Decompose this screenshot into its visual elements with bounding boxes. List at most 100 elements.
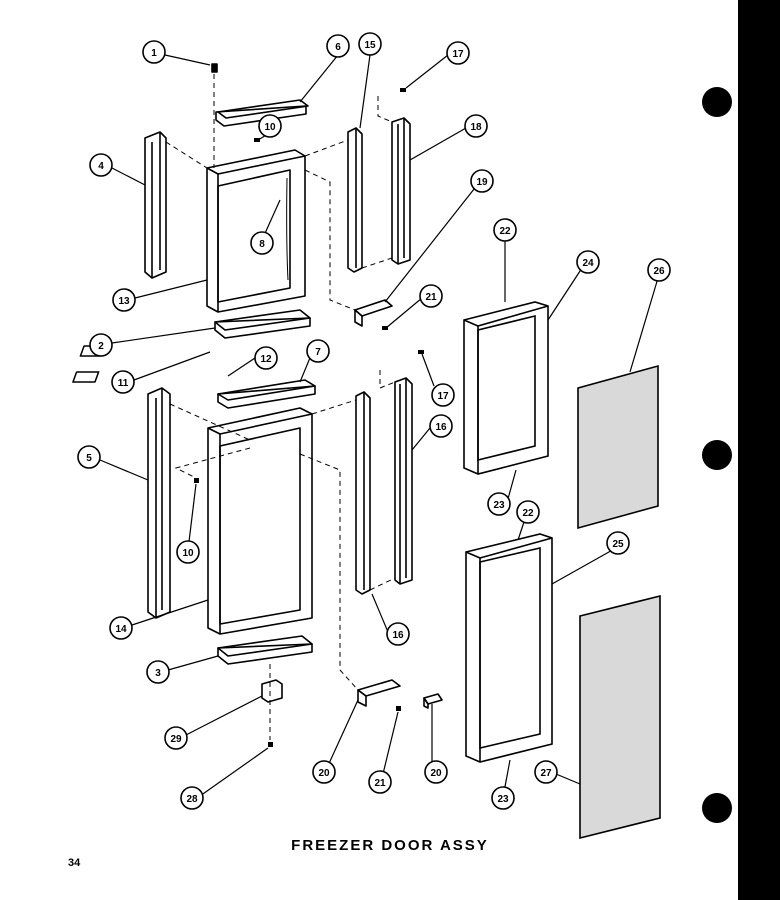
callout-1: 1	[142, 40, 166, 64]
svg-text:20: 20	[430, 768, 442, 779]
svg-text:15: 15	[364, 40, 376, 51]
page-edge-band	[738, 0, 780, 900]
screw-part-1	[211, 63, 218, 73]
svg-text:23: 23	[497, 794, 509, 805]
screw-part-21-upper	[382, 326, 388, 330]
svg-text:8: 8	[259, 239, 265, 250]
hinge-small-lower	[423, 693, 443, 709]
hinge-upper	[354, 299, 393, 327]
binder-hole-top	[702, 87, 732, 117]
screw-part-17-lower	[418, 350, 424, 354]
callout-13: 13	[112, 288, 136, 312]
alignment-line	[165, 141, 208, 169]
svg-text:17: 17	[452, 49, 464, 60]
svg-text:17: 17	[437, 391, 449, 402]
callout-10-upper: 10	[258, 114, 282, 138]
callout-25: 25	[606, 531, 630, 555]
callout-12: 12	[254, 346, 278, 370]
svg-text:21: 21	[425, 292, 437, 303]
upper-door-frame	[206, 149, 306, 313]
svg-text:1: 1	[151, 48, 157, 59]
alignment-line	[174, 447, 251, 479]
callout-20-b: 20	[424, 760, 448, 784]
callout-11: 11	[111, 370, 135, 394]
alignment-line	[377, 96, 393, 123]
screw-part-19	[254, 138, 260, 142]
callout-17-lower: 17	[431, 383, 455, 407]
side-trim-upper-left	[144, 131, 167, 279]
callout-24: 24	[576, 250, 600, 274]
screw-part-10-lower	[194, 478, 199, 483]
callout-16-upper: 16	[429, 414, 453, 438]
trim-strip-lower-a	[355, 391, 371, 595]
gasket-lower	[465, 533, 553, 763]
callout-17-upper: 17	[446, 41, 470, 65]
screw-part-21-lower	[396, 706, 401, 711]
svg-text:7: 7	[315, 347, 321, 358]
svg-text:23: 23	[493, 500, 505, 511]
side-trim-lower-left	[147, 387, 171, 619]
svg-text:24: 24	[582, 258, 594, 269]
callout-5: 5	[77, 445, 101, 469]
trim-strip-upper	[347, 127, 363, 273]
callout-23-lower: 23	[491, 786, 515, 810]
callout-8: 8	[250, 231, 274, 255]
svg-text:11: 11	[118, 378, 129, 389]
callout-26: 26	[647, 258, 671, 282]
callout-18: 18	[464, 114, 488, 138]
svg-text:16: 16	[392, 630, 404, 641]
svg-text:19: 19	[476, 177, 488, 188]
callout-14: 14	[109, 616, 133, 640]
callout-21-lower: 21	[368, 770, 392, 794]
callout-4: 4	[89, 153, 113, 177]
callout-2: 2	[89, 333, 113, 357]
svg-text:16: 16	[435, 422, 447, 433]
svg-text:28: 28	[186, 794, 198, 805]
callout-19: 19	[470, 169, 494, 193]
screw-part-17-upper	[400, 88, 406, 92]
diagram-caption: FREEZER DOOR ASSY	[291, 837, 489, 854]
binder-hole-middle	[702, 440, 732, 470]
lower-door-frame	[207, 407, 313, 635]
alignment-line	[369, 577, 396, 591]
alignment-line	[379, 370, 396, 389]
screw-part-28	[268, 742, 273, 747]
alignment-line	[304, 139, 349, 157]
svg-text:14: 14	[115, 624, 127, 635]
svg-text:21: 21	[374, 778, 386, 789]
svg-text:25: 25	[612, 539, 624, 550]
svg-text:10: 10	[264, 122, 276, 133]
panel-lower	[579, 594, 661, 840]
callout-23-upper: 23	[487, 492, 511, 516]
svg-text:22: 22	[499, 226, 511, 237]
callout-15: 15	[358, 32, 382, 56]
page-number: 34	[68, 857, 81, 869]
svg-text:29: 29	[170, 734, 182, 745]
svg-text:18: 18	[470, 122, 482, 133]
callout-16-lower: 16	[386, 622, 410, 646]
callout-27: 27	[534, 760, 558, 784]
alignment-line	[169, 403, 251, 441]
svg-text:26: 26	[653, 266, 665, 277]
panel-upper	[577, 364, 659, 530]
svg-text:2: 2	[98, 341, 104, 352]
side-trim-upper-right	[391, 117, 411, 265]
hinge-lower	[357, 679, 401, 707]
svg-text:3: 3	[155, 668, 161, 679]
svg-text:20: 20	[0, 0, 12, 3]
svg-text:4: 4	[98, 161, 104, 172]
svg-text:6: 6	[335, 42, 341, 53]
alignment-line	[361, 257, 393, 269]
trim-strip-lower-b	[394, 377, 413, 585]
callout-10-lower: 10	[176, 540, 200, 564]
callout-22-upper: 22	[493, 218, 517, 242]
callout-28: 28	[180, 786, 204, 810]
svg-text:13: 13	[118, 296, 130, 307]
callout-3: 3	[146, 660, 170, 684]
binder-hole-bottom	[702, 793, 732, 823]
top-bracket-lower	[217, 379, 316, 409]
block-part-12	[72, 371, 100, 383]
alignment-line	[304, 169, 356, 311]
svg-text:22: 22	[522, 508, 534, 519]
